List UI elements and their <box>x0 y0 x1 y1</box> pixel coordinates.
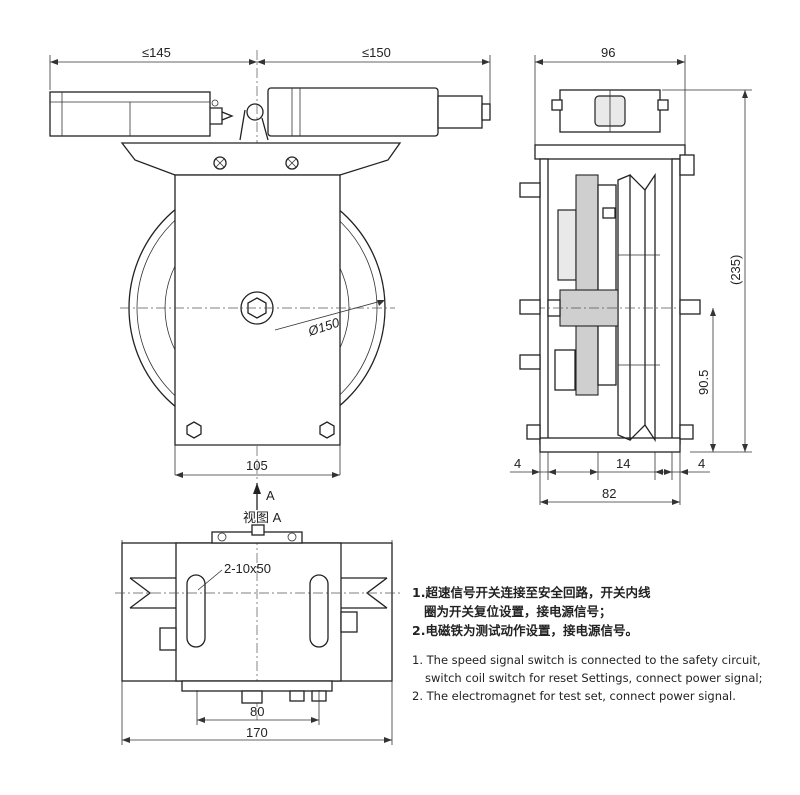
dim-label-235: (235) <box>728 255 743 285</box>
note-en-1a: 1. The speed signal switch is connected … <box>412 653 761 667</box>
slot-right <box>309 574 329 648</box>
view-arrow-label: A <box>266 488 275 503</box>
dim-label-4-left: 4 <box>514 456 521 471</box>
dim-label-82: 82 <box>602 486 616 501</box>
note-en-2: 2. The electromagnet for test set, conne… <box>412 689 736 703</box>
dim-label-80: 80 <box>250 704 264 719</box>
electromagnet-body <box>267 87 439 137</box>
front-view <box>49 50 491 510</box>
housing-plate <box>174 174 341 446</box>
dim-label-170: 170 <box>246 725 268 740</box>
bolt-right <box>319 421 335 439</box>
arrowhead <box>50 59 58 65</box>
note-cn-1b: 圈为开关复位设置，接电源信号； <box>424 604 612 619</box>
slot-left <box>186 574 206 648</box>
dim-label-slots: 2-10x50 <box>224 561 271 576</box>
pivot-pin <box>246 103 264 121</box>
note-cn-1a: 1.超速信号开关连接至安全回路，开关内线 <box>412 585 651 600</box>
dim-label-105: 105 <box>246 458 268 473</box>
dim-label-14: 14 <box>616 456 630 471</box>
view-a-plate <box>175 542 342 682</box>
side-view <box>510 55 752 505</box>
dimension-labels: ≤145 ≤150 96 (235) 90.5 Ø150 105 4 14 4 … <box>142 45 743 740</box>
bolt-left <box>186 421 202 439</box>
arrowhead <box>249 59 257 65</box>
dim-label-96: 96 <box>601 45 615 60</box>
dim-label-4-right: 4 <box>698 456 705 471</box>
dim-label-left: ≤145 <box>142 45 171 60</box>
note-en-1b: switch coil switch for reset Settings, c… <box>425 671 763 685</box>
dim-label-right: ≤150 <box>362 45 391 60</box>
side-left-plate <box>539 158 549 445</box>
view-a <box>115 524 400 745</box>
view-a-label: 视图 A <box>243 510 282 525</box>
dim-label-90-5: 90.5 <box>696 370 711 395</box>
mounting-plate <box>120 142 402 176</box>
side-bottom-bar <box>539 437 681 453</box>
arrowhead <box>257 59 265 65</box>
note-cn-2: 2.电磁铁为测试动作设置，接电源信号。 <box>412 623 638 638</box>
electromagnet-cap <box>437 95 483 129</box>
side-top-bar <box>534 144 686 160</box>
side-right-plate <box>671 158 681 445</box>
diameter-leader <box>274 299 386 331</box>
arrowhead <box>482 59 490 65</box>
